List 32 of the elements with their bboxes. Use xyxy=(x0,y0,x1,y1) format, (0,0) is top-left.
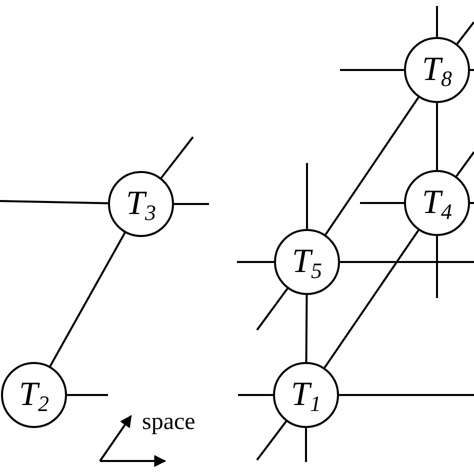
connector-line xyxy=(0,200,108,204)
connector-line xyxy=(256,420,287,461)
connector-line xyxy=(339,394,474,396)
connector-line xyxy=(360,202,404,204)
tensor-label: T$_{2}$ xyxy=(19,378,49,412)
connector-line xyxy=(340,69,404,71)
tensor-label: T$_{8}$ xyxy=(422,53,452,87)
connector-line xyxy=(49,232,126,367)
connector-line xyxy=(340,261,474,263)
connector-line xyxy=(470,69,474,71)
connector-line xyxy=(436,103,438,170)
connector-line xyxy=(256,288,288,331)
connector-line xyxy=(324,96,420,236)
tensor-label: T$_{5}$ xyxy=(292,245,322,279)
connector-line xyxy=(305,428,307,462)
connector-line xyxy=(174,203,209,205)
axis-label: space xyxy=(142,410,196,434)
connector-line xyxy=(436,236,438,298)
connector-line xyxy=(456,21,474,44)
tensor-label: T$_{3}$ xyxy=(126,187,156,221)
connector-line xyxy=(67,394,108,396)
tensor-label: T$_{1}$ xyxy=(291,378,321,412)
connector-line xyxy=(238,394,273,396)
connector-line xyxy=(305,295,308,362)
connector-line xyxy=(436,6,438,37)
connector-line xyxy=(324,230,420,368)
connector-line xyxy=(160,136,194,179)
tensor-label: T$_{4}$ xyxy=(422,186,452,220)
connector-line xyxy=(306,163,308,229)
connector-line xyxy=(456,151,474,177)
connector-line xyxy=(237,261,274,263)
connector-line xyxy=(470,202,474,204)
